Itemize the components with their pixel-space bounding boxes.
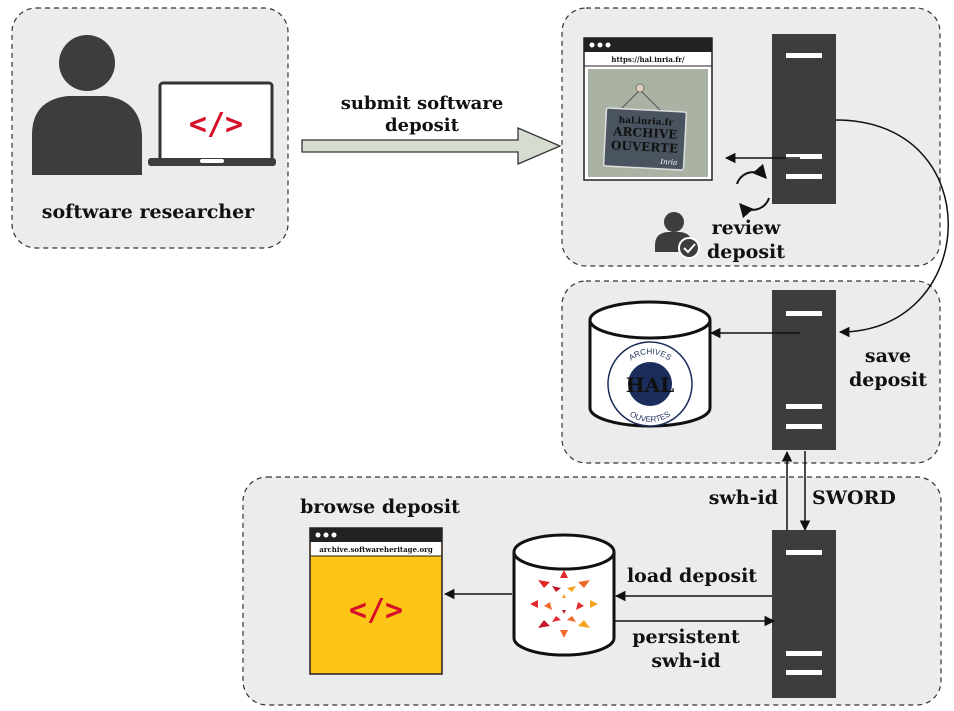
laptop-icon: </>	[148, 81, 276, 166]
server-hal-storage	[772, 290, 836, 450]
researcher-label: software researcher	[42, 201, 255, 223]
swh-code-symbol: </>	[349, 593, 403, 628]
hal-database: HAL ARCHIVES OUVERTES	[588, 300, 712, 428]
hal-sign: hal.inria.fr ARCHIVE OUVERTE Inria	[602, 83, 688, 171]
hal-logo-center: HAL	[626, 373, 674, 397]
hal-sign-line2: ARCHIVE	[612, 124, 678, 141]
submit-arrow	[301, 127, 562, 165]
review-label-line1: review	[712, 217, 781, 239]
hal-sign-line1: hal.inria.fr	[618, 116, 673, 129]
laptop-code-symbol: </>	[189, 107, 243, 142]
sword-label: SWORD	[812, 487, 896, 509]
hal-logo-bottom: OUVERTES	[628, 410, 671, 425]
browse-label: browse deposit	[300, 496, 460, 518]
submit-label-line1: submit software	[341, 93, 504, 114]
swh-logo-icon	[530, 570, 598, 638]
persistent-label-line2: swh-id	[651, 650, 720, 672]
server-software-heritage	[772, 530, 836, 698]
reviewer-icon	[655, 212, 700, 259]
hal-sign-signature: Inria	[659, 158, 677, 167]
swh-url: archive.softwareheritage.org	[319, 545, 433, 554]
persistent-label-line1: persistent	[632, 626, 740, 648]
person-icon	[32, 35, 142, 175]
submit-label-line2: deposit	[385, 115, 460, 136]
svg-text:OUVERTES: OUVERTES	[628, 410, 671, 425]
save-label-line2: deposit	[849, 369, 927, 391]
swh-database	[512, 533, 616, 657]
save-label-line1: save	[865, 345, 911, 367]
server-hal-portal	[772, 34, 836, 204]
review-label-line2: deposit	[707, 241, 785, 263]
hal-url: https://hal.inria.fr/	[611, 55, 685, 64]
hal-sign-line3: OUVERTE	[611, 138, 679, 155]
hal-logo: HAL ARCHIVES OUVERTES	[607, 341, 693, 427]
swh-browser-window: browse deposit archive.softwareheritage.…	[300, 496, 460, 675]
swh-id-label: swh-id	[709, 487, 778, 509]
load-deposit-label: load deposit	[627, 565, 757, 587]
hal-browser-window: https://hal.inria.fr/ hal.inria.fr ARCHI…	[583, 37, 713, 181]
review-cycle-icon	[736, 163, 770, 219]
save-curve-arrow	[835, 119, 949, 338]
